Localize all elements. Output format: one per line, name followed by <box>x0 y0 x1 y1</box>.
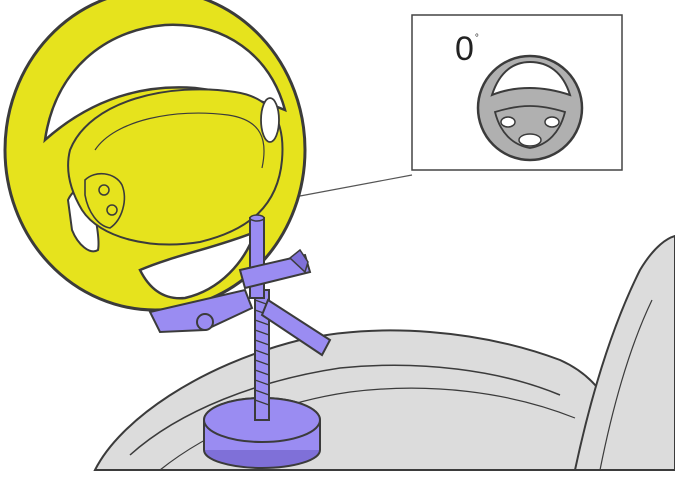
inset-panel <box>411 14 623 171</box>
angle-value: 0 <box>455 30 474 68</box>
seat-cushion <box>93 329 627 471</box>
seat-back-seam <box>599 299 653 471</box>
angle-unit: ° <box>474 33 479 44</box>
leader-line <box>299 174 413 197</box>
seat-back <box>573 234 675 471</box>
steering-wheel-icon <box>3 0 307 312</box>
steering-angle-label: 0° <box>455 32 479 66</box>
seat-cushion-seam-1 <box>129 364 561 456</box>
steering-wheel-holder-icon <box>148 214 332 469</box>
reference-steering-wheel-icon <box>476 54 584 162</box>
